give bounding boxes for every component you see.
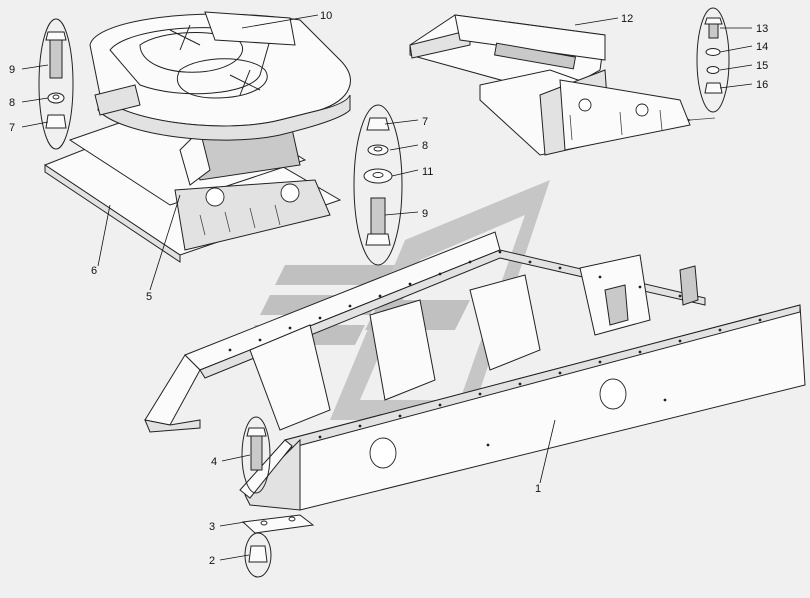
cross-members <box>249 254 699 431</box>
callout-7-middle: 7 <box>422 116 428 128</box>
fastener-set-middle <box>353 104 403 266</box>
fastener-set-right <box>696 7 730 113</box>
bracket-assembly <box>409 14 716 156</box>
callout-8-middle: 8 <box>422 140 428 152</box>
callout-16: 16 <box>756 79 768 91</box>
subframe-assembly <box>144 231 806 511</box>
fastener-set-bottom <box>241 416 315 578</box>
fastener-set-left <box>38 18 74 150</box>
callout-7-left: 7 <box>9 122 15 134</box>
callout-13: 13 <box>756 23 768 35</box>
leader-lines <box>21 14 753 561</box>
callout-9-left: 9 <box>9 64 15 76</box>
callout-8-left: 8 <box>9 97 15 109</box>
callout-11: 11 <box>422 166 433 178</box>
callout-9-middle: 9 <box>422 208 428 220</box>
callout-5: 5 <box>146 291 152 303</box>
callout-6: 6 <box>91 265 97 277</box>
callout-15: 15 <box>756 60 768 72</box>
callout-2: 2 <box>209 555 215 567</box>
fifth-wheel-assembly <box>43 11 351 263</box>
callout-10: 10 <box>320 10 332 22</box>
callout-labels: 10 12 9 8 7 7 8 11 9 13 14 15 16 6 5 4 1… <box>9 10 768 567</box>
callout-14: 14 <box>756 41 768 53</box>
callout-4: 4 <box>211 456 217 468</box>
callout-1: 1 <box>535 483 541 495</box>
callout-12: 12 <box>621 13 633 25</box>
callout-3: 3 <box>209 521 215 533</box>
